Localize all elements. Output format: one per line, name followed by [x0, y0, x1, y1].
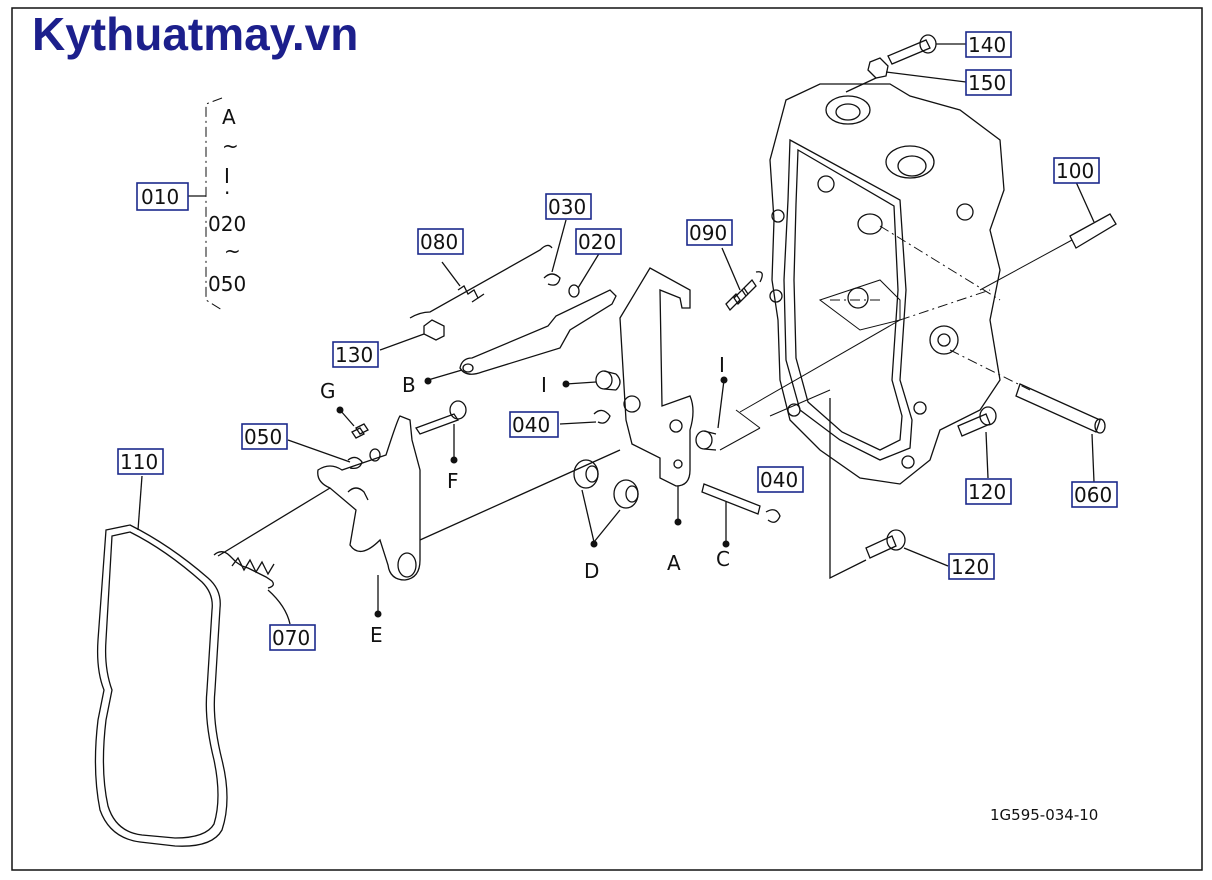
part-labels: 140 150 100 030 020 080 090 130 040 050 … — [117, 31, 1118, 651]
small-spring-g — [336, 406, 369, 439]
point-label-c: C — [716, 547, 730, 571]
point-label-b: B — [402, 373, 416, 397]
bolt-120-upper — [957, 406, 997, 479]
label-box-120-upper — [965, 478, 1012, 505]
label-box-040-right — [757, 466, 804, 493]
part-label-140: 140 — [968, 33, 1006, 57]
drawing-border — [11, 7, 1203, 871]
bolt-120-lower — [829, 398, 949, 580]
stud-100-drawing — [1069, 181, 1117, 249]
part-label-030: 030 — [548, 195, 586, 219]
part-label-040-left: 040 — [512, 413, 550, 437]
part-label-080: 080 — [420, 230, 458, 254]
lever-e-drawing — [217, 415, 621, 618]
bracket-plate-drawing — [619, 267, 694, 526]
gasket-110-drawing — [94, 475, 228, 847]
point-label-i-left: I — [541, 373, 547, 397]
label-box-020 — [575, 228, 622, 255]
bushing-i-left — [562, 370, 621, 391]
drawing-code: 1G595-034-10 — [990, 806, 1098, 824]
legend-line-5: 020 — [208, 212, 246, 236]
label-box-130 — [332, 341, 379, 368]
bolt-140-nut-150 — [845, 34, 967, 93]
part-label-130: 130 — [335, 343, 373, 367]
legend-line-7: 050 — [208, 272, 246, 296]
clip-030-washer-020 — [543, 219, 601, 298]
label-box-070 — [269, 624, 316, 651]
link-bar-drawing — [424, 289, 617, 385]
pin-060-drawing — [1015, 383, 1106, 483]
clip-040-left — [559, 409, 611, 425]
label-box-140 — [965, 31, 1012, 58]
clip-050-drawing — [287, 439, 363, 470]
pin-c-drawing — [701, 483, 781, 548]
legend-line-1: A — [222, 105, 236, 129]
label-box-010 — [136, 182, 189, 211]
label-box-120-lower — [948, 553, 995, 580]
part-label-150: 150 — [968, 71, 1006, 95]
label-box-100 — [1053, 157, 1100, 184]
rod-080-drawing — [409, 244, 553, 319]
pin-f-drawing — [415, 400, 467, 464]
part-label-070: 070 — [272, 626, 310, 650]
point-label-i-upper: I — [719, 353, 725, 377]
legend-line-4: · — [224, 181, 230, 205]
label-box-030 — [545, 193, 592, 220]
part-label-060: 060 — [1074, 483, 1112, 507]
label-box-080 — [417, 228, 464, 255]
label-box-090 — [686, 219, 733, 246]
point-label-g: G — [320, 379, 336, 403]
point-label-a: A — [667, 551, 681, 575]
label-box-110 — [117, 448, 164, 475]
legend-line-2: ~ — [222, 134, 239, 158]
site-watermark: Kythuatmay.vn — [32, 8, 359, 60]
part-label-040-right: 040 — [760, 468, 798, 492]
part-label-120-upper: 120 — [968, 480, 1006, 504]
spring-090-drawing — [721, 247, 763, 312]
part-label-050: 050 — [244, 425, 282, 449]
point-label-d: D — [584, 559, 599, 583]
point-label-e: E — [370, 623, 383, 647]
part-label-090: 090 — [689, 221, 727, 245]
legend-line-6: ~ — [224, 239, 241, 263]
label-box-060 — [1071, 481, 1118, 508]
label-box-040-left — [509, 411, 559, 438]
point-labels: B I G F I D A C E — [320, 353, 730, 647]
point-label-f: F — [447, 469, 459, 493]
range-legend: 010 A ~ I · 020 ~ 050 — [136, 97, 246, 311]
legend-line-3: I — [224, 164, 230, 188]
bushing-i-right — [695, 376, 728, 451]
part-label-020: 020 — [578, 230, 616, 254]
spring-070-drawing — [213, 551, 291, 625]
gear-housing-drawing — [719, 83, 1073, 485]
part-label-110: 110 — [120, 450, 158, 474]
part-label-120-lower: 120 — [951, 555, 989, 579]
part-label-100: 100 — [1056, 159, 1094, 183]
label-box-150 — [965, 69, 1012, 96]
nut-130-drawing — [379, 319, 445, 351]
legend-ref: 010 — [141, 185, 179, 209]
bearings-d-drawing — [573, 459, 639, 548]
label-box-050 — [241, 423, 288, 450]
